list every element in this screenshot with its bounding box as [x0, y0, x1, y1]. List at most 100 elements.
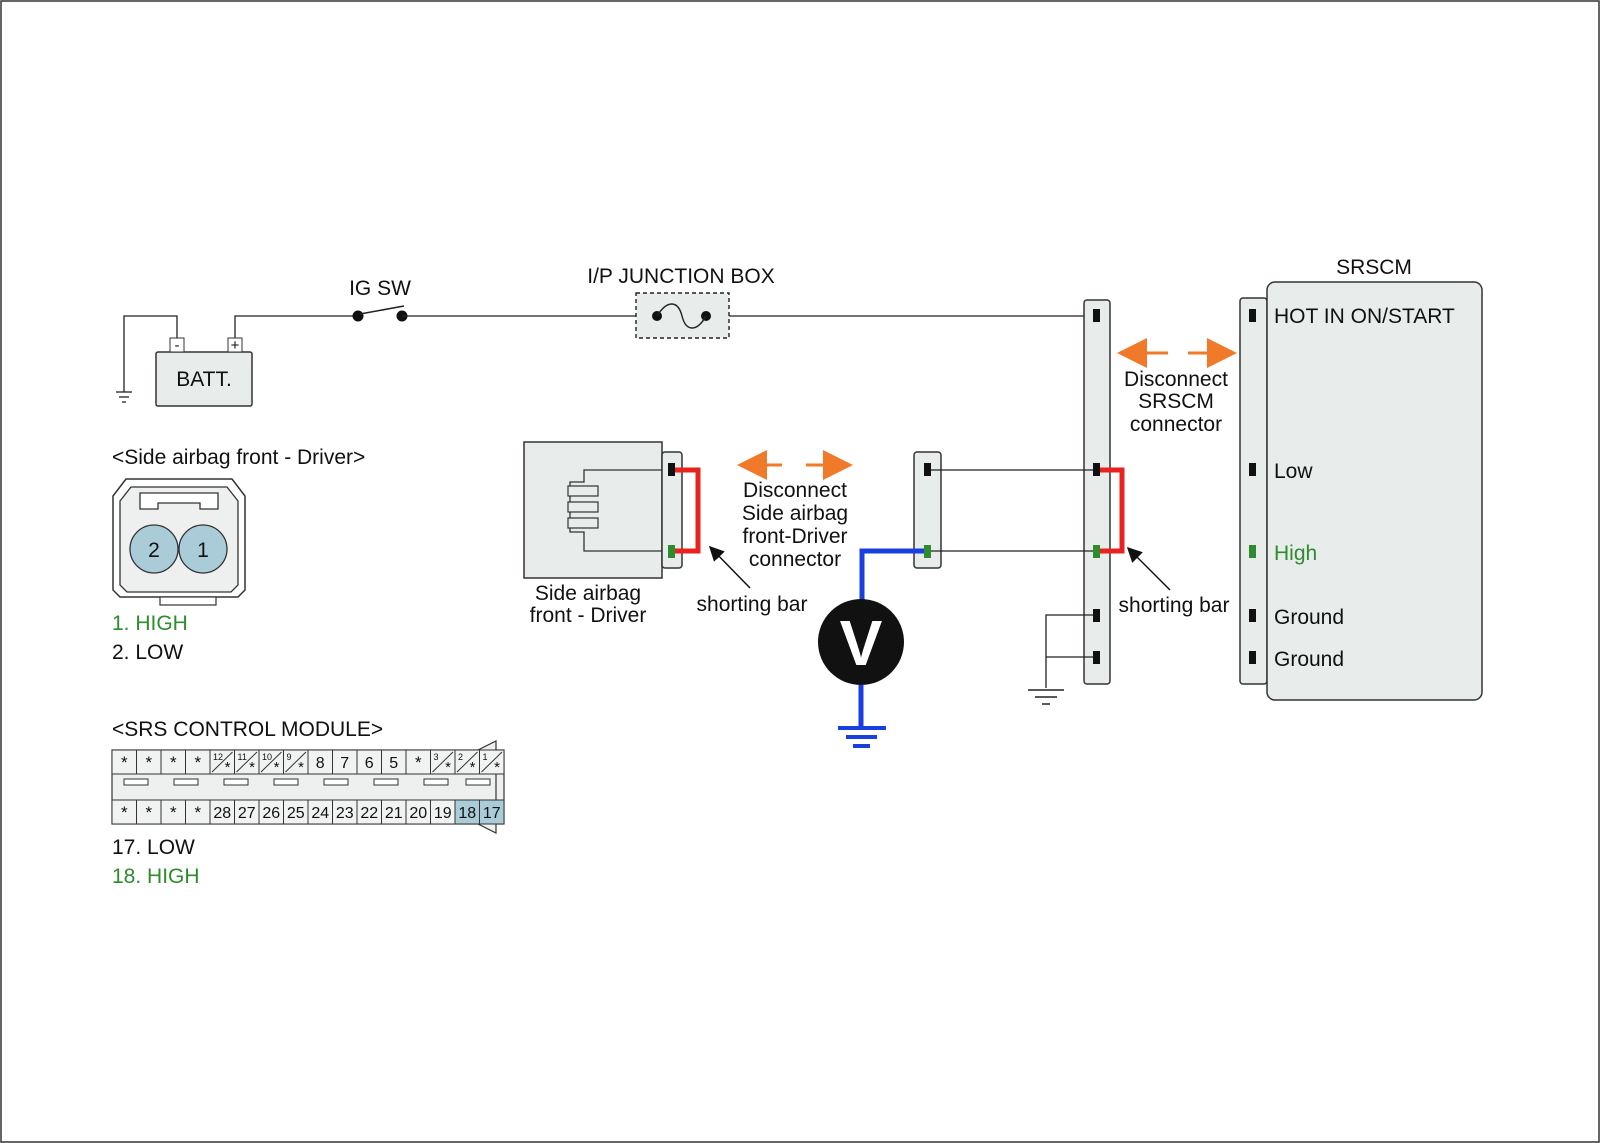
harness-ground-icon [1028, 689, 1064, 705]
srs-bottom-pin-label: 17 [483, 805, 501, 822]
svg-text:Disconnect: Disconnect [743, 479, 847, 502]
srs-top-cell [356, 749, 382, 775]
srs-top-pin-label: 7 [340, 755, 349, 772]
srscm-pin-ground-1 [1249, 609, 1256, 622]
srs-bottom-cell [381, 799, 407, 825]
srscm-connector [1239, 297, 1268, 685]
srs-top-pin-label: * [121, 753, 128, 772]
srs-bottom-cell [430, 799, 456, 825]
harness-pin-high [1093, 545, 1100, 558]
srscm-pin-label-hot: HOT IN ON/START [1274, 305, 1455, 328]
svg-text:connector: connector [749, 548, 841, 571]
srs-top-pin-number: 3 [434, 752, 439, 762]
srscm-module: SRSCM HOT IN ON/START Low High Ground Gr… [1239, 256, 1483, 701]
srs-bottom-cell [307, 799, 333, 825]
srs-top-pin-label: 8 [316, 755, 325, 772]
srs-bottom-pin-label: 27 [238, 805, 256, 822]
srs-bottom-cell [136, 799, 162, 825]
ig-switch-label: IG SW [349, 277, 411, 300]
battery-pos-terminal: + [231, 337, 240, 354]
svg-text:1: 1 [197, 539, 209, 562]
svg-text:2: 2 [148, 539, 160, 562]
svg-text:connector: connector [1130, 413, 1222, 436]
side-airbag-component [523, 441, 683, 579]
srs-bottom-cell [160, 799, 186, 825]
srs-top-star: * [470, 759, 476, 776]
srscm-pin-label-low: Low [1274, 460, 1313, 483]
middle-pin-low [924, 463, 931, 476]
srs-bottom-pin-label: * [194, 803, 201, 822]
srs-top-star: * [445, 759, 451, 776]
srs-bottom-pin-label: 21 [385, 805, 403, 822]
harness-pin-hot [1093, 309, 1100, 322]
ig-switch: IG SW [349, 277, 411, 322]
srs-top-pin-label: * [415, 753, 422, 772]
srs-bottom-pin-label: 20 [409, 805, 427, 822]
harness-pin-ground-2 [1093, 651, 1100, 664]
srs-top-pin-label: 6 [365, 755, 374, 772]
side-airbag-legend-low: 2. LOW [112, 641, 183, 664]
srs-bottom-pin-label: 23 [336, 805, 354, 822]
srs-bottom-cell [405, 799, 431, 825]
srs-bottom-pin-label: 22 [360, 805, 378, 822]
srs-top-blocked-slash [260, 751, 282, 773]
side-airbag-legend-high: 1. HIGH [112, 612, 188, 635]
srs-top-cell [332, 749, 358, 775]
junction-box-label: I/P JUNCTION BOX [587, 265, 774, 288]
harness-pin-ground-1 [1093, 609, 1100, 622]
svg-text:front-Driver: front-Driver [742, 525, 847, 548]
srscm-body [1266, 281, 1483, 701]
meter-lead-positive [859, 548, 924, 600]
srs-legend-high: 18. HIGH [112, 865, 200, 888]
disconnect-srscm-note: Disconnect SRSCM connector [1117, 338, 1237, 436]
srs-bottom-cell [283, 799, 309, 825]
srs-top-blocked-slash [285, 751, 307, 773]
srs-bottom-pin-label: 19 [434, 805, 452, 822]
srscm-pin-label-ground-1: Ground [1274, 606, 1344, 629]
srs-bottom-pin-label: * [170, 803, 177, 822]
srscm-pin-high [1249, 545, 1256, 558]
srscm-title: SRSCM [1336, 256, 1412, 279]
voltmeter: V [818, 599, 904, 685]
srscm-pin-low [1249, 463, 1256, 476]
srs-top-cell [381, 749, 407, 775]
svg-text:Disconnect: Disconnect [1124, 368, 1228, 391]
srs-bottom-cell [185, 799, 211, 825]
srs-top-pin-label: * [194, 753, 201, 772]
srs-top-blocked-slash [236, 751, 258, 773]
srs-top-pin-number: 12 [213, 752, 223, 762]
side-airbag-connector-view: <Side airbag front - Driver> 2 1 1. HIGH… [112, 446, 365, 664]
srs-bottom-pin-label: 25 [287, 805, 305, 822]
airbag-pin-low [668, 463, 675, 476]
battery-ground-icon [116, 391, 132, 403]
srs-top-pin-number: 11 [238, 752, 247, 762]
srs-bottom-cell [258, 799, 284, 825]
srs-top-star: * [274, 759, 280, 776]
srs-top-star: * [249, 759, 255, 776]
srs-bottom-cell [479, 799, 505, 825]
shorting-bar-right-label: shorting bar [1119, 594, 1230, 617]
battery-neg-terminal: - [175, 337, 180, 354]
harness-ground-wire-1 [1045, 614, 1093, 688]
airbag-pin-high [668, 545, 675, 558]
srscm-pin-label-high: High [1274, 542, 1317, 565]
shorting-bar-left-pointer [708, 545, 751, 589]
middle-harness-connector [913, 451, 942, 569]
srs-top-pin-number: 2 [458, 752, 463, 762]
disconnect-airbag-note: Disconnect Side airbag front-Driver conn… [737, 450, 853, 571]
srs-top-cell [160, 749, 186, 775]
battery: BATT. - + [155, 337, 253, 407]
shorting-bar-left-label: shorting bar [697, 593, 808, 616]
airbag-component-label-2: front - Driver [530, 604, 647, 627]
srs-top-cell [405, 749, 431, 775]
srs-top-pin-label: 5 [389, 755, 398, 772]
srs-module-connector-title: <SRS CONTROL MODULE> [112, 718, 383, 741]
srs-top-star: * [494, 759, 500, 776]
srs-bottom-cell [111, 799, 137, 825]
srs-bottom-pin-label: 24 [311, 805, 329, 822]
voltmeter-icon [818, 599, 904, 685]
srs-top-pin-number: 1 [483, 752, 488, 762]
srs-top-blocked-slash [432, 751, 454, 773]
shorting-bar-right [1100, 467, 1125, 554]
